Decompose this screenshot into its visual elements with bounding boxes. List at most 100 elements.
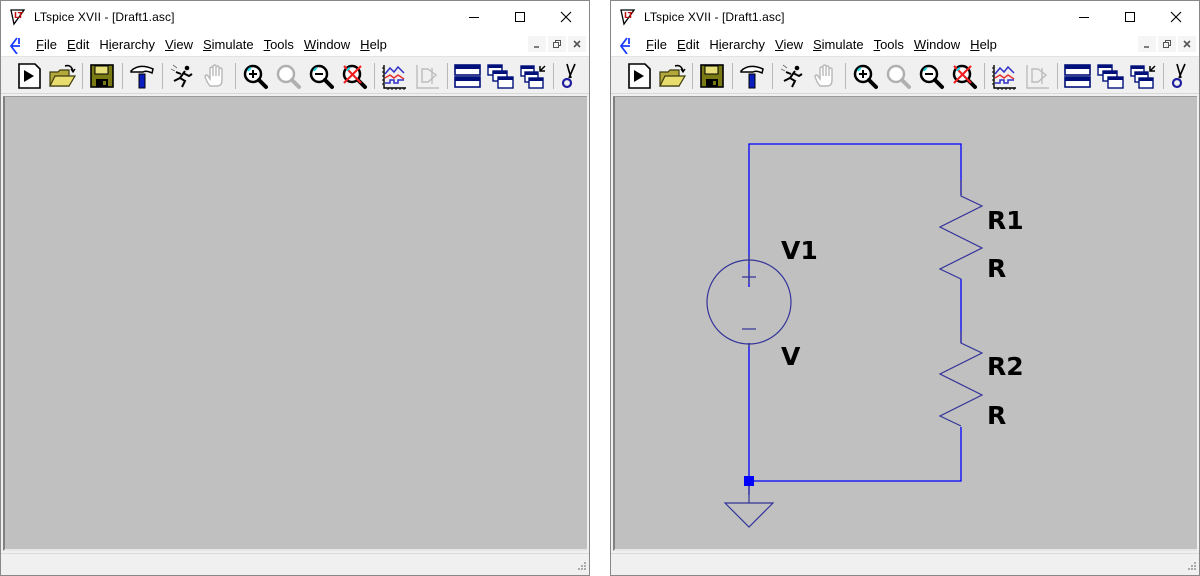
halt-button[interactable]: [167, 61, 197, 91]
toolbar-separator: [692, 62, 693, 89]
close-icon: [560, 11, 572, 23]
menu-hierarchy[interactable]: Hierarchy: [99, 37, 156, 52]
pan-button[interactable]: [200, 61, 230, 91]
run-button[interactable]: [624, 61, 654, 91]
close-button[interactable]: [543, 1, 589, 33]
cascade-button[interactable]: [1095, 61, 1125, 91]
menu-simulate[interactable]: Simulate: [202, 37, 254, 52]
document-system-menu-icon[interactable]: [617, 36, 635, 54]
r1-value-label[interactable]: R: [987, 254, 1006, 283]
wire[interactable]: [748, 143, 962, 495]
ground-symbol[interactable]: [723, 486, 775, 528]
autorange-button[interactable]: [379, 61, 409, 91]
close-button[interactable]: [1153, 1, 1199, 33]
toolbar-separator: [162, 62, 163, 89]
fft-button[interactable]: [412, 61, 442, 91]
zoom-fit-button[interactable]: [339, 61, 369, 91]
zoom-fit-button[interactable]: [949, 61, 979, 91]
title-bar[interactable]: LTspice XVII - [Draft1.asc]: [1, 1, 589, 33]
r2-ref-label[interactable]: R2: [987, 352, 1024, 381]
menu-help[interactable]: Help: [970, 37, 997, 52]
minimize-icon: [1144, 46, 1149, 48]
title-bar[interactable]: LTspice XVII - [Draft1.asc]: [611, 1, 1199, 33]
menu-simulate[interactable]: Simulate: [812, 37, 864, 52]
resistor-r1[interactable]: [938, 180, 984, 280]
control-panel-button[interactable]: [737, 61, 767, 91]
schematic-canvas[interactable]: V1 V R1 R R2 R: [613, 96, 1197, 551]
minimize-icon: [469, 17, 479, 18]
menu-view[interactable]: View: [165, 37, 193, 52]
minimize-button[interactable]: [451, 1, 497, 33]
v1-value-label[interactable]: V: [781, 342, 801, 371]
open-button[interactable]: [657, 61, 687, 91]
menu-window[interactable]: Window: [913, 37, 961, 52]
zoom-pan-button[interactable]: [883, 61, 913, 91]
menu-window[interactable]: Window: [303, 37, 351, 52]
ltspice-window-right: LTspice XVII - [Draft1.asc] File Edit Hi…: [610, 0, 1200, 576]
menu-hierarchy[interactable]: Hierarchy: [709, 37, 766, 52]
resize-grip-icon[interactable]: [575, 561, 587, 573]
mdi-close-button[interactable]: [1178, 36, 1196, 52]
halt-button[interactable]: [777, 61, 807, 91]
menu-view[interactable]: View: [775, 37, 803, 52]
arrange-button[interactable]: [518, 61, 548, 91]
menu-file[interactable]: File: [36, 37, 57, 52]
menu-tools[interactable]: Tools: [263, 37, 294, 52]
junction-dot: [744, 476, 754, 486]
ltspice-app-icon[interactable]: [619, 8, 637, 26]
mdi-restore-button[interactable]: [1158, 36, 1176, 52]
zoom-pan-icon: [886, 63, 911, 89]
run-button[interactable]: [14, 61, 44, 91]
mdi-restore-button[interactable]: [548, 36, 566, 52]
close-icon: [573, 40, 581, 48]
r1-ref-label[interactable]: R1: [987, 206, 1024, 235]
tile-horizontal-icon: [1064, 63, 1091, 88]
menu-edit[interactable]: Edit: [676, 37, 700, 52]
resize-grip-icon[interactable]: [1185, 561, 1197, 573]
toolbar-separator: [1163, 62, 1164, 89]
minimize-icon: [1079, 17, 1089, 18]
pan-button[interactable]: [810, 61, 840, 91]
mdi-minimize-button[interactable]: [1138, 36, 1156, 52]
r2-value-label[interactable]: R: [987, 401, 1006, 430]
hammer-icon: [130, 65, 154, 89]
zoom-pan-button[interactable]: [273, 61, 303, 91]
document-system-menu-icon[interactable]: [7, 36, 25, 54]
zoom-in-button[interactable]: [850, 61, 880, 91]
menu-tools[interactable]: Tools: [873, 37, 904, 52]
maximize-button[interactable]: [1107, 1, 1153, 33]
save-button[interactable]: [697, 61, 727, 91]
zoom-out-button[interactable]: [916, 61, 946, 91]
autorange-button[interactable]: [989, 61, 1019, 91]
tile-horizontal-button[interactable]: [1062, 61, 1092, 91]
minimize-button[interactable]: [1061, 1, 1107, 33]
maximize-button[interactable]: [497, 1, 543, 33]
cascade-button[interactable]: [485, 61, 515, 91]
zoom-in-button[interactable]: [240, 61, 270, 91]
menu-edit[interactable]: Edit: [66, 37, 90, 52]
mdi-close-button[interactable]: [568, 36, 586, 52]
v1-ref-label[interactable]: V1: [781, 236, 818, 265]
arrange-button[interactable]: [1128, 61, 1158, 91]
zoom-in-icon: [243, 63, 268, 89]
toolbar-separator: [447, 62, 448, 89]
menu-file[interactable]: File: [646, 37, 667, 52]
ltspice-app-icon[interactable]: [9, 8, 27, 26]
fft-button[interactable]: [1022, 61, 1052, 91]
scissors-icon: [1171, 62, 1187, 88]
zoom-out-button[interactable]: [306, 61, 336, 91]
toolbar-separator: [553, 62, 554, 89]
open-folder-icon: [49, 64, 76, 87]
schematic-canvas[interactable]: [3, 96, 587, 551]
menu-help[interactable]: Help: [360, 37, 387, 52]
control-panel-button[interactable]: [127, 61, 157, 91]
minimize-icon: [534, 46, 539, 48]
mdi-minimize-button[interactable]: [528, 36, 546, 52]
voltage-source-v1[interactable]: [706, 255, 792, 347]
tile-horizontal-button[interactable]: [452, 61, 482, 91]
cut-button[interactable]: [1168, 61, 1198, 91]
save-button[interactable]: [87, 61, 117, 91]
resistor-r2[interactable]: [938, 331, 984, 427]
open-button[interactable]: [47, 61, 77, 91]
cut-button[interactable]: [558, 61, 588, 91]
